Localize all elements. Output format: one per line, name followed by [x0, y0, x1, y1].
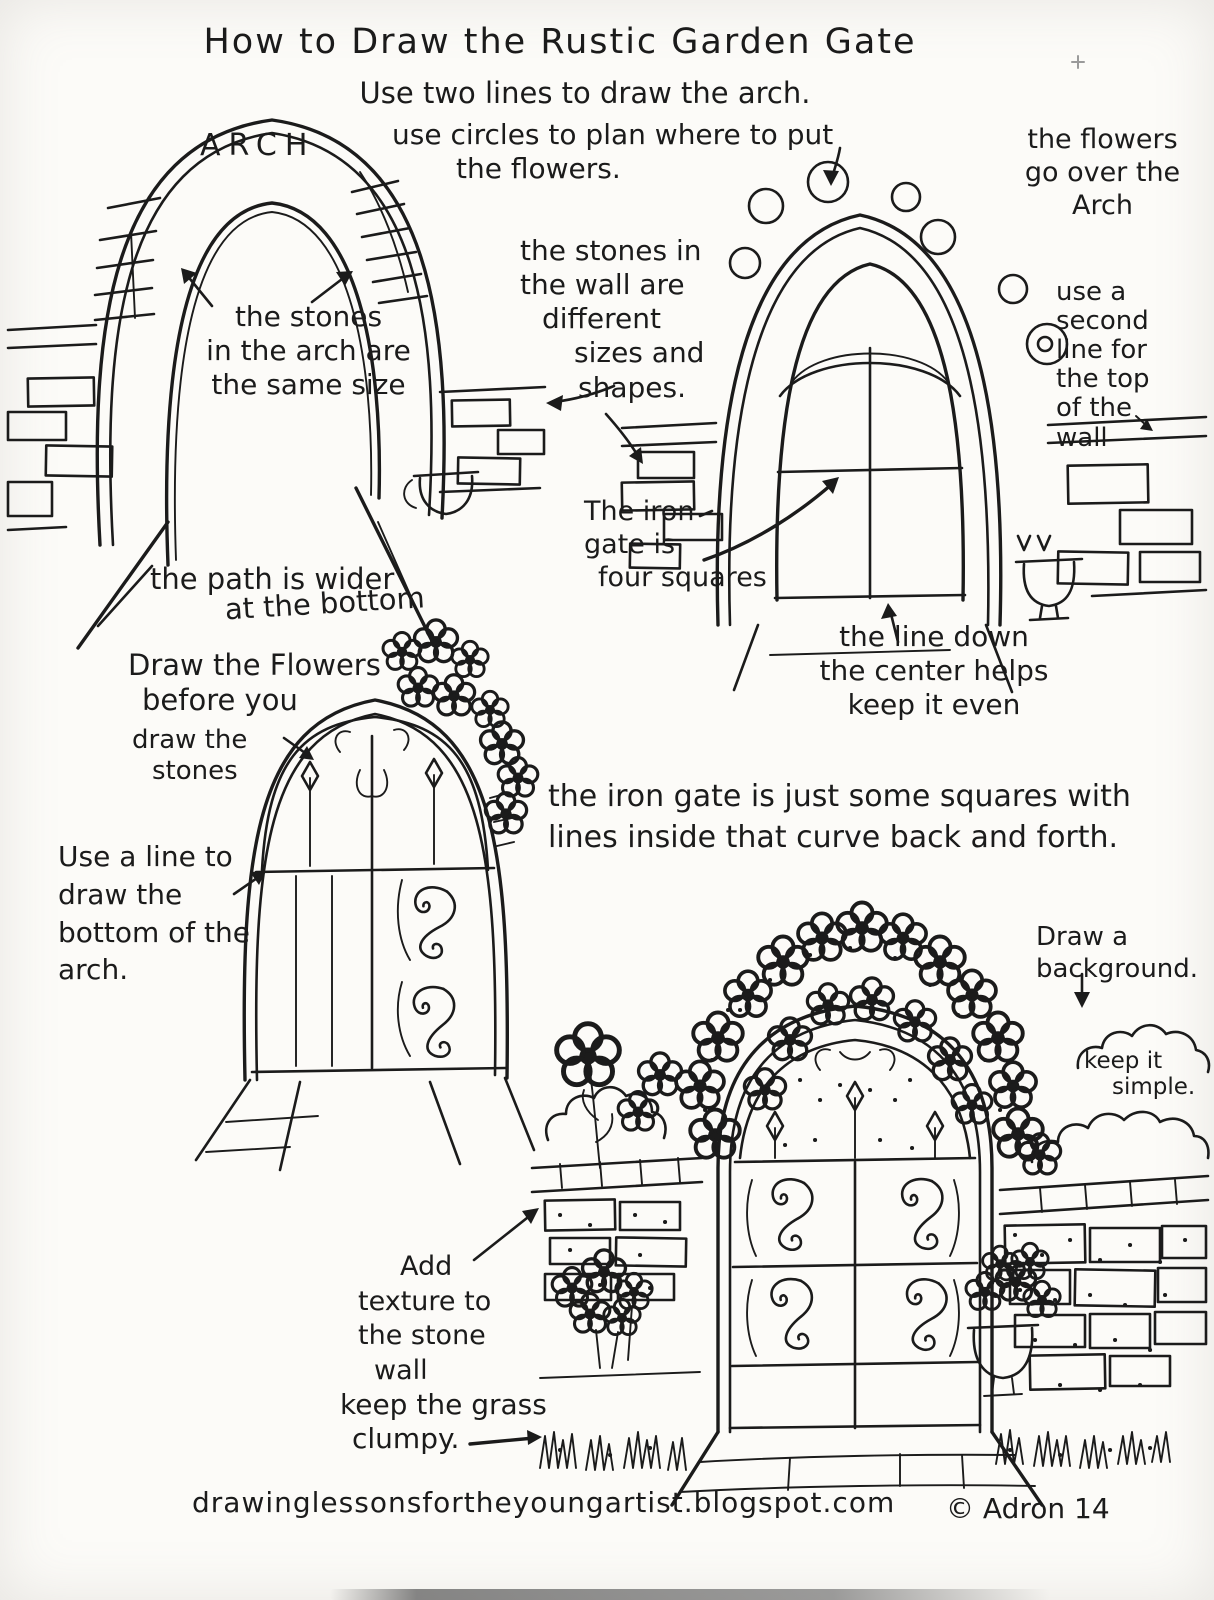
note-line: Add [400, 1251, 453, 1282]
note-line: the top [1056, 364, 1150, 395]
note-line: go over the [1024, 156, 1181, 188]
note-line: keep it [1084, 1048, 1163, 1074]
note-line: different [542, 302, 661, 336]
note-flowers-over-arch: the flowers go over the Arch [1000, 124, 1205, 223]
note-line: keep the grass [340, 1388, 547, 1421]
note-line: the stones in [520, 234, 702, 267]
note-line: use a [1056, 277, 1127, 307]
note-line: sizes and [574, 336, 705, 370]
note-line: of the [1056, 393, 1132, 424]
footer-blog-url: drawinglessonsfortheyoungartist.blogspot… [192, 1486, 896, 1519]
note-use-circles: use circles to plan where to put the flo… [392, 118, 833, 186]
note-line: arch. [58, 953, 129, 987]
annotation-arrows [181, 55, 1153, 1446]
note-line: use circles to plan where to put [392, 118, 834, 151]
note-line: the stone [358, 1320, 486, 1352]
note-iron-gate-four-squares: The iron gate is four squares [584, 496, 767, 595]
note-iron-gate-curves: the iron gate is just some squares with … [548, 776, 1131, 859]
note-line: bottom of the [58, 915, 251, 949]
note-line: The iron [584, 496, 695, 527]
note-line: keep it even [847, 688, 1021, 722]
note-keep-it-simple: keep it simple. [1084, 1048, 1195, 1101]
note-line: clumpy. [352, 1422, 460, 1456]
note-draw-background: Draw a background. [1036, 922, 1198, 985]
note-line: lines inside that curve back and forth. [548, 820, 1119, 856]
note-line: the wall are [520, 268, 685, 302]
subtitle: Use two lines to draw the arch. [359, 76, 811, 110]
artist-signature: © Adron 14 [946, 1492, 1110, 1525]
note-line: wall [374, 1354, 428, 1386]
note-line: before you [142, 683, 298, 718]
note-line: shapes. [578, 370, 686, 404]
note-line: Use a line to [58, 840, 233, 873]
sketch-step4-finished-scene [530, 900, 1211, 1507]
note-line: the path is wider [150, 562, 395, 596]
note-line: four squares [598, 561, 767, 593]
note-line-down-center: the line down the center helps keep it e… [798, 620, 1070, 722]
note-stones-in-arch: the stones in the arch are the same size [156, 300, 461, 402]
note-line-for-bottom-of-arch: Use a line to draw the bottom of the arc… [58, 838, 250, 989]
note-line: Draw a [1036, 922, 1129, 952]
note-line: the stones [234, 300, 383, 333]
note-line: line for [1056, 335, 1147, 366]
note-line: background. [1036, 953, 1199, 984]
note-line: in the arch are [206, 334, 411, 368]
note-line: the center helps [819, 654, 1049, 688]
sketch-step3-gate-flowers [194, 618, 540, 1172]
page-title: How to Draw the Rustic Garden Gate [203, 22, 917, 62]
note-line: gate is [584, 528, 676, 560]
note-draw-flowers-first: Draw the Flowers before you draw the sto… [128, 648, 381, 788]
note-path-wider: the path is wider at the bottom [150, 562, 426, 633]
note-line: stones [152, 756, 238, 787]
note-stones-in-wall: the stones in the wall are different siz… [520, 234, 704, 405]
sketch-step1-arch [6, 118, 547, 650]
note-line: the line down [839, 620, 1029, 653]
note-line: Draw the Flowers [128, 648, 381, 682]
note-second-line: use a second line for the top of the wal… [1056, 277, 1150, 453]
note-line: draw the [132, 724, 248, 755]
note-line: wall [1056, 422, 1108, 453]
sketch-step2-arch-circles [620, 160, 1208, 694]
note-line: the flowers [1027, 124, 1178, 155]
note-line: draw the [58, 877, 183, 911]
note-line: Arch [1072, 189, 1133, 221]
note-line: the same size [211, 368, 406, 402]
note-grass-clumpy: keep the grass clumpy. [340, 1388, 547, 1456]
note-line: texture to [358, 1285, 492, 1317]
note-line: second [1056, 306, 1149, 337]
arch-label: ARCH [200, 128, 316, 163]
note-line: the flowers. [456, 152, 621, 186]
note-line: the iron gate is just some squares with [548, 779, 1131, 814]
scan-edge-artifact [330, 1589, 1050, 1600]
note-add-texture: Add texture to the stone wall [358, 1250, 491, 1388]
note-line: simple. [1112, 1074, 1196, 1101]
